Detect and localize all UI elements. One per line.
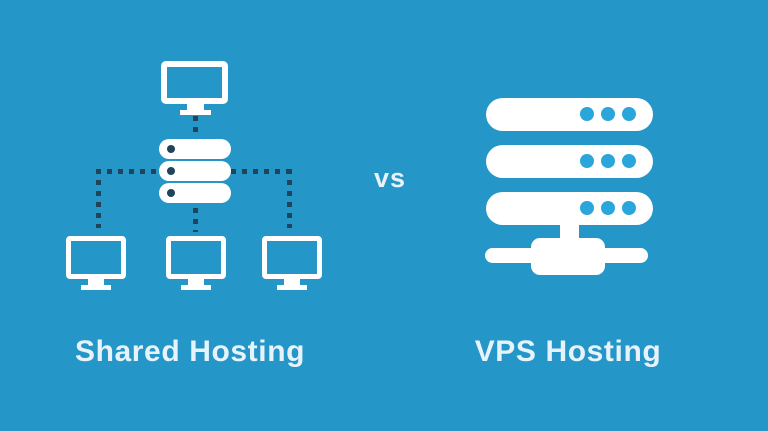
client-monitor-stand-neck	[284, 279, 300, 285]
server-status-dot-icon	[167, 167, 175, 175]
client-monitor-icon	[66, 236, 126, 279]
network-hub-icon	[531, 238, 605, 275]
vs-label: vs	[373, 163, 407, 193]
server-status-dot-icon	[167, 189, 175, 197]
client-monitor-stand-base	[181, 285, 211, 290]
connector-drop-center	[193, 208, 198, 232]
server-status-dot-icon	[167, 145, 175, 153]
connector-drop-right	[287, 169, 292, 228]
server-led-icon	[622, 201, 636, 215]
client-monitor-stand-base	[81, 285, 111, 290]
server-led-icon	[601, 107, 615, 121]
connector-monitor-to-server	[193, 116, 198, 138]
connector-drop-left	[96, 169, 101, 228]
vps-hosting-label: VPS Hosting	[474, 335, 662, 368]
server-led-icon	[601, 154, 615, 168]
connector-branch-right	[231, 169, 292, 174]
client-monitor-stand-base	[277, 285, 307, 290]
connector-branch-left	[96, 169, 159, 174]
client-monitor-stand-neck	[188, 279, 204, 285]
host-monitor-stand-neck	[187, 104, 204, 111]
shared-server-row	[159, 139, 231, 159]
server-led-icon	[580, 201, 594, 215]
server-led-icon	[622, 154, 636, 168]
client-monitor-icon	[166, 236, 226, 279]
server-led-icon	[580, 154, 594, 168]
host-monitor-icon	[161, 61, 228, 104]
client-monitor-icon	[262, 236, 322, 279]
host-monitor-stand-base	[180, 110, 211, 115]
server-led-icon	[622, 107, 636, 121]
shared-server-row	[159, 161, 231, 181]
server-led-icon	[601, 201, 615, 215]
vps-server-row	[486, 192, 653, 225]
server-led-icon	[580, 107, 594, 121]
client-monitor-stand-neck	[88, 279, 104, 285]
vps-server-row	[486, 145, 653, 178]
vps-server-row	[486, 98, 653, 131]
shared-hosting-label: Shared Hosting	[74, 335, 306, 368]
shared-server-row	[159, 183, 231, 203]
